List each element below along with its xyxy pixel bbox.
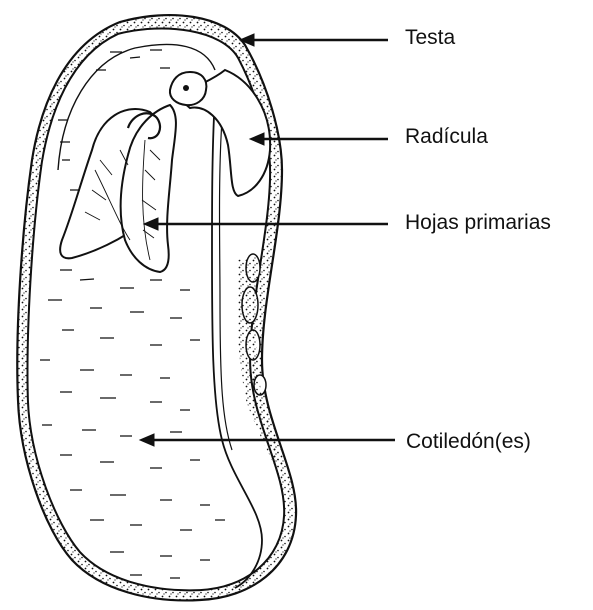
label-cotiledones: Cotiledón(es) (406, 431, 531, 452)
pointer-testa (240, 34, 388, 46)
label-radicula: Radícula (405, 126, 488, 147)
label-testa: Testa (405, 27, 455, 48)
label-hojas-primarias: Hojas primarias (405, 212, 551, 233)
